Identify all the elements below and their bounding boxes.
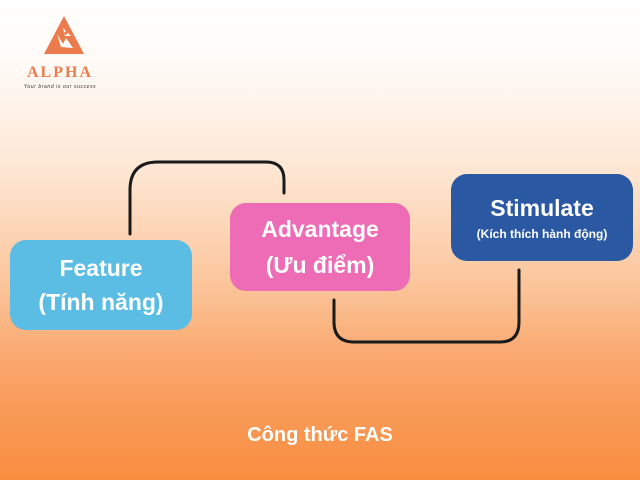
feature-box: Feature (Tính năng) xyxy=(10,240,192,330)
brand-logo: ALPHA Your brand is our success xyxy=(10,8,110,92)
connector-feature-advantage xyxy=(128,160,286,236)
feature-subtitle: (Tính năng) xyxy=(38,289,164,315)
feature-title: Feature xyxy=(59,255,143,281)
brand-tagline: Your brand is our success xyxy=(23,84,97,90)
advantage-title: Advantage xyxy=(261,216,379,242)
advantage-subtitle: (Ưu điểm) xyxy=(265,252,375,278)
brand-name: ALPHA xyxy=(27,64,93,81)
connector-advantage-stimulate xyxy=(332,268,521,344)
stimulate-subtitle: (Kích thích hành động) xyxy=(476,226,608,241)
stimulate-box: Stimulate (Kích thích hành động) xyxy=(451,174,633,261)
advantage-box: Advantage (Ưu điểm) xyxy=(230,203,410,291)
diagram-caption: Công thức FAS xyxy=(247,424,393,446)
fox-head-triangle-icon xyxy=(44,16,84,54)
stimulate-title: Stimulate xyxy=(490,194,594,221)
